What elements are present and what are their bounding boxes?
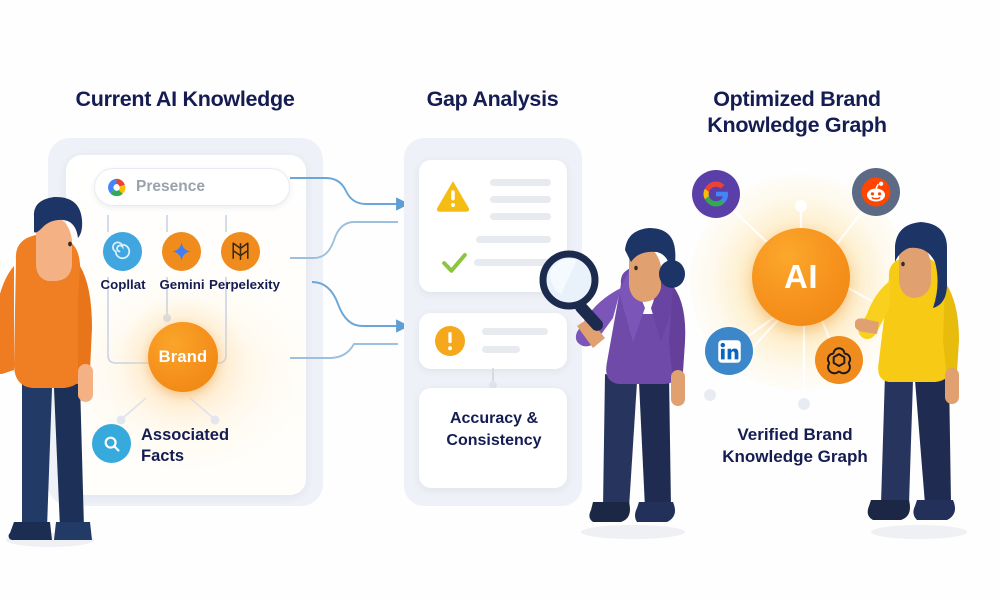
brand-node-label: Brand	[158, 347, 208, 366]
person-right-illustration	[855, 222, 967, 539]
skeleton-line	[474, 259, 551, 266]
panel-two-title: Gap Analysis	[426, 87, 559, 111]
magnifier-circle-icon	[92, 424, 131, 463]
skeleton-line	[476, 236, 551, 243]
linkedin-icon[interactable]	[705, 327, 753, 375]
perplexity-icon[interactable]	[221, 232, 260, 271]
verified-graph-caption: Verified Brand Knowledge Graph	[722, 425, 868, 467]
ai-center-label: AI	[784, 258, 818, 295]
gemini-spark-icon[interactable]	[162, 232, 201, 271]
skeleton-line	[490, 213, 551, 220]
node-label-copilot: Copllat	[100, 277, 146, 292]
presence-search-pill[interactable]: Presence	[94, 168, 290, 206]
skeleton-line	[490, 196, 551, 203]
skeleton-line	[482, 346, 520, 353]
check-mark-icon	[442, 253, 467, 273]
gap-card-alert	[419, 313, 567, 369]
gap-card-stem	[489, 368, 497, 389]
warning-triangle-icon	[436, 181, 470, 212]
panel-three-title: Optimized Brand Knowledge Graph	[707, 87, 887, 138]
google-ring-icon	[108, 178, 126, 196]
associated-facts-label: Associated Facts	[141, 426, 230, 465]
openai-icon[interactable]	[815, 336, 863, 384]
gap-card-accuracy	[419, 388, 567, 488]
panel-one-title: Current AI Knowledge	[75, 87, 295, 111]
copilot-icon[interactable]	[103, 232, 142, 271]
skeleton-line	[482, 328, 548, 335]
flow-arrows	[290, 177, 410, 359]
accuracy-consistency-label: Accuracy & Consistency	[446, 410, 542, 449]
person-left-illustration	[0, 196, 94, 547]
presence-pill-label: Presence	[136, 178, 205, 195]
skeleton-line	[490, 179, 551, 186]
reddit-icon[interactable]	[852, 168, 900, 216]
brand-node[interactable]: Brand	[148, 322, 218, 392]
node-label-perplexity: Perpelexity	[209, 277, 280, 292]
magnifying-glass-icon	[539, 250, 604, 331]
panel-one-connector-lines	[107, 215, 227, 425]
ai-center-node[interactable]: AI	[752, 228, 850, 326]
google-g-icon[interactable]	[692, 170, 740, 218]
node-label-gemini: Gemini	[159, 277, 205, 292]
person-mid-illustration	[539, 228, 686, 539]
alert-circle-icon	[435, 326, 465, 356]
